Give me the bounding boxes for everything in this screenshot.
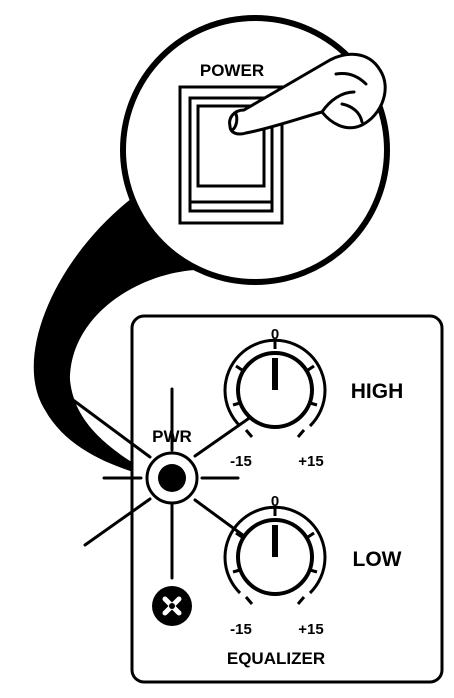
low-max-label: +15 (298, 621, 323, 638)
power-callout: POWER (33, 15, 390, 480)
callout-pointer (33, 185, 215, 480)
equalizer-title: EQUALIZER (227, 649, 325, 668)
high-max-label: +15 (298, 453, 323, 470)
high-center-label: 0 (271, 326, 279, 343)
low-eq-knob[interactable]: 0 -15 +15 LOW (223, 493, 402, 638)
low-label: LOW (353, 548, 402, 571)
high-label: HIGH (351, 380, 404, 403)
low-knob-scale (223, 505, 327, 605)
low-center-label: 0 (271, 493, 279, 510)
mixer-panel (130, 314, 444, 684)
clip-icon (152, 586, 192, 626)
power-switch[interactable] (178, 85, 284, 225)
pwr-label: PWR (152, 427, 192, 446)
power-switch-base (188, 200, 274, 213)
power-label: POWER (200, 61, 264, 80)
low-min-label: -15 (230, 621, 252, 638)
power-led: PWR (67, 387, 272, 580)
high-min-label: -15 (230, 453, 252, 470)
high-eq-knob[interactable]: 0 -15 +15 HIGH (223, 326, 404, 470)
led-light (158, 464, 186, 492)
finger-icon (228, 52, 387, 136)
